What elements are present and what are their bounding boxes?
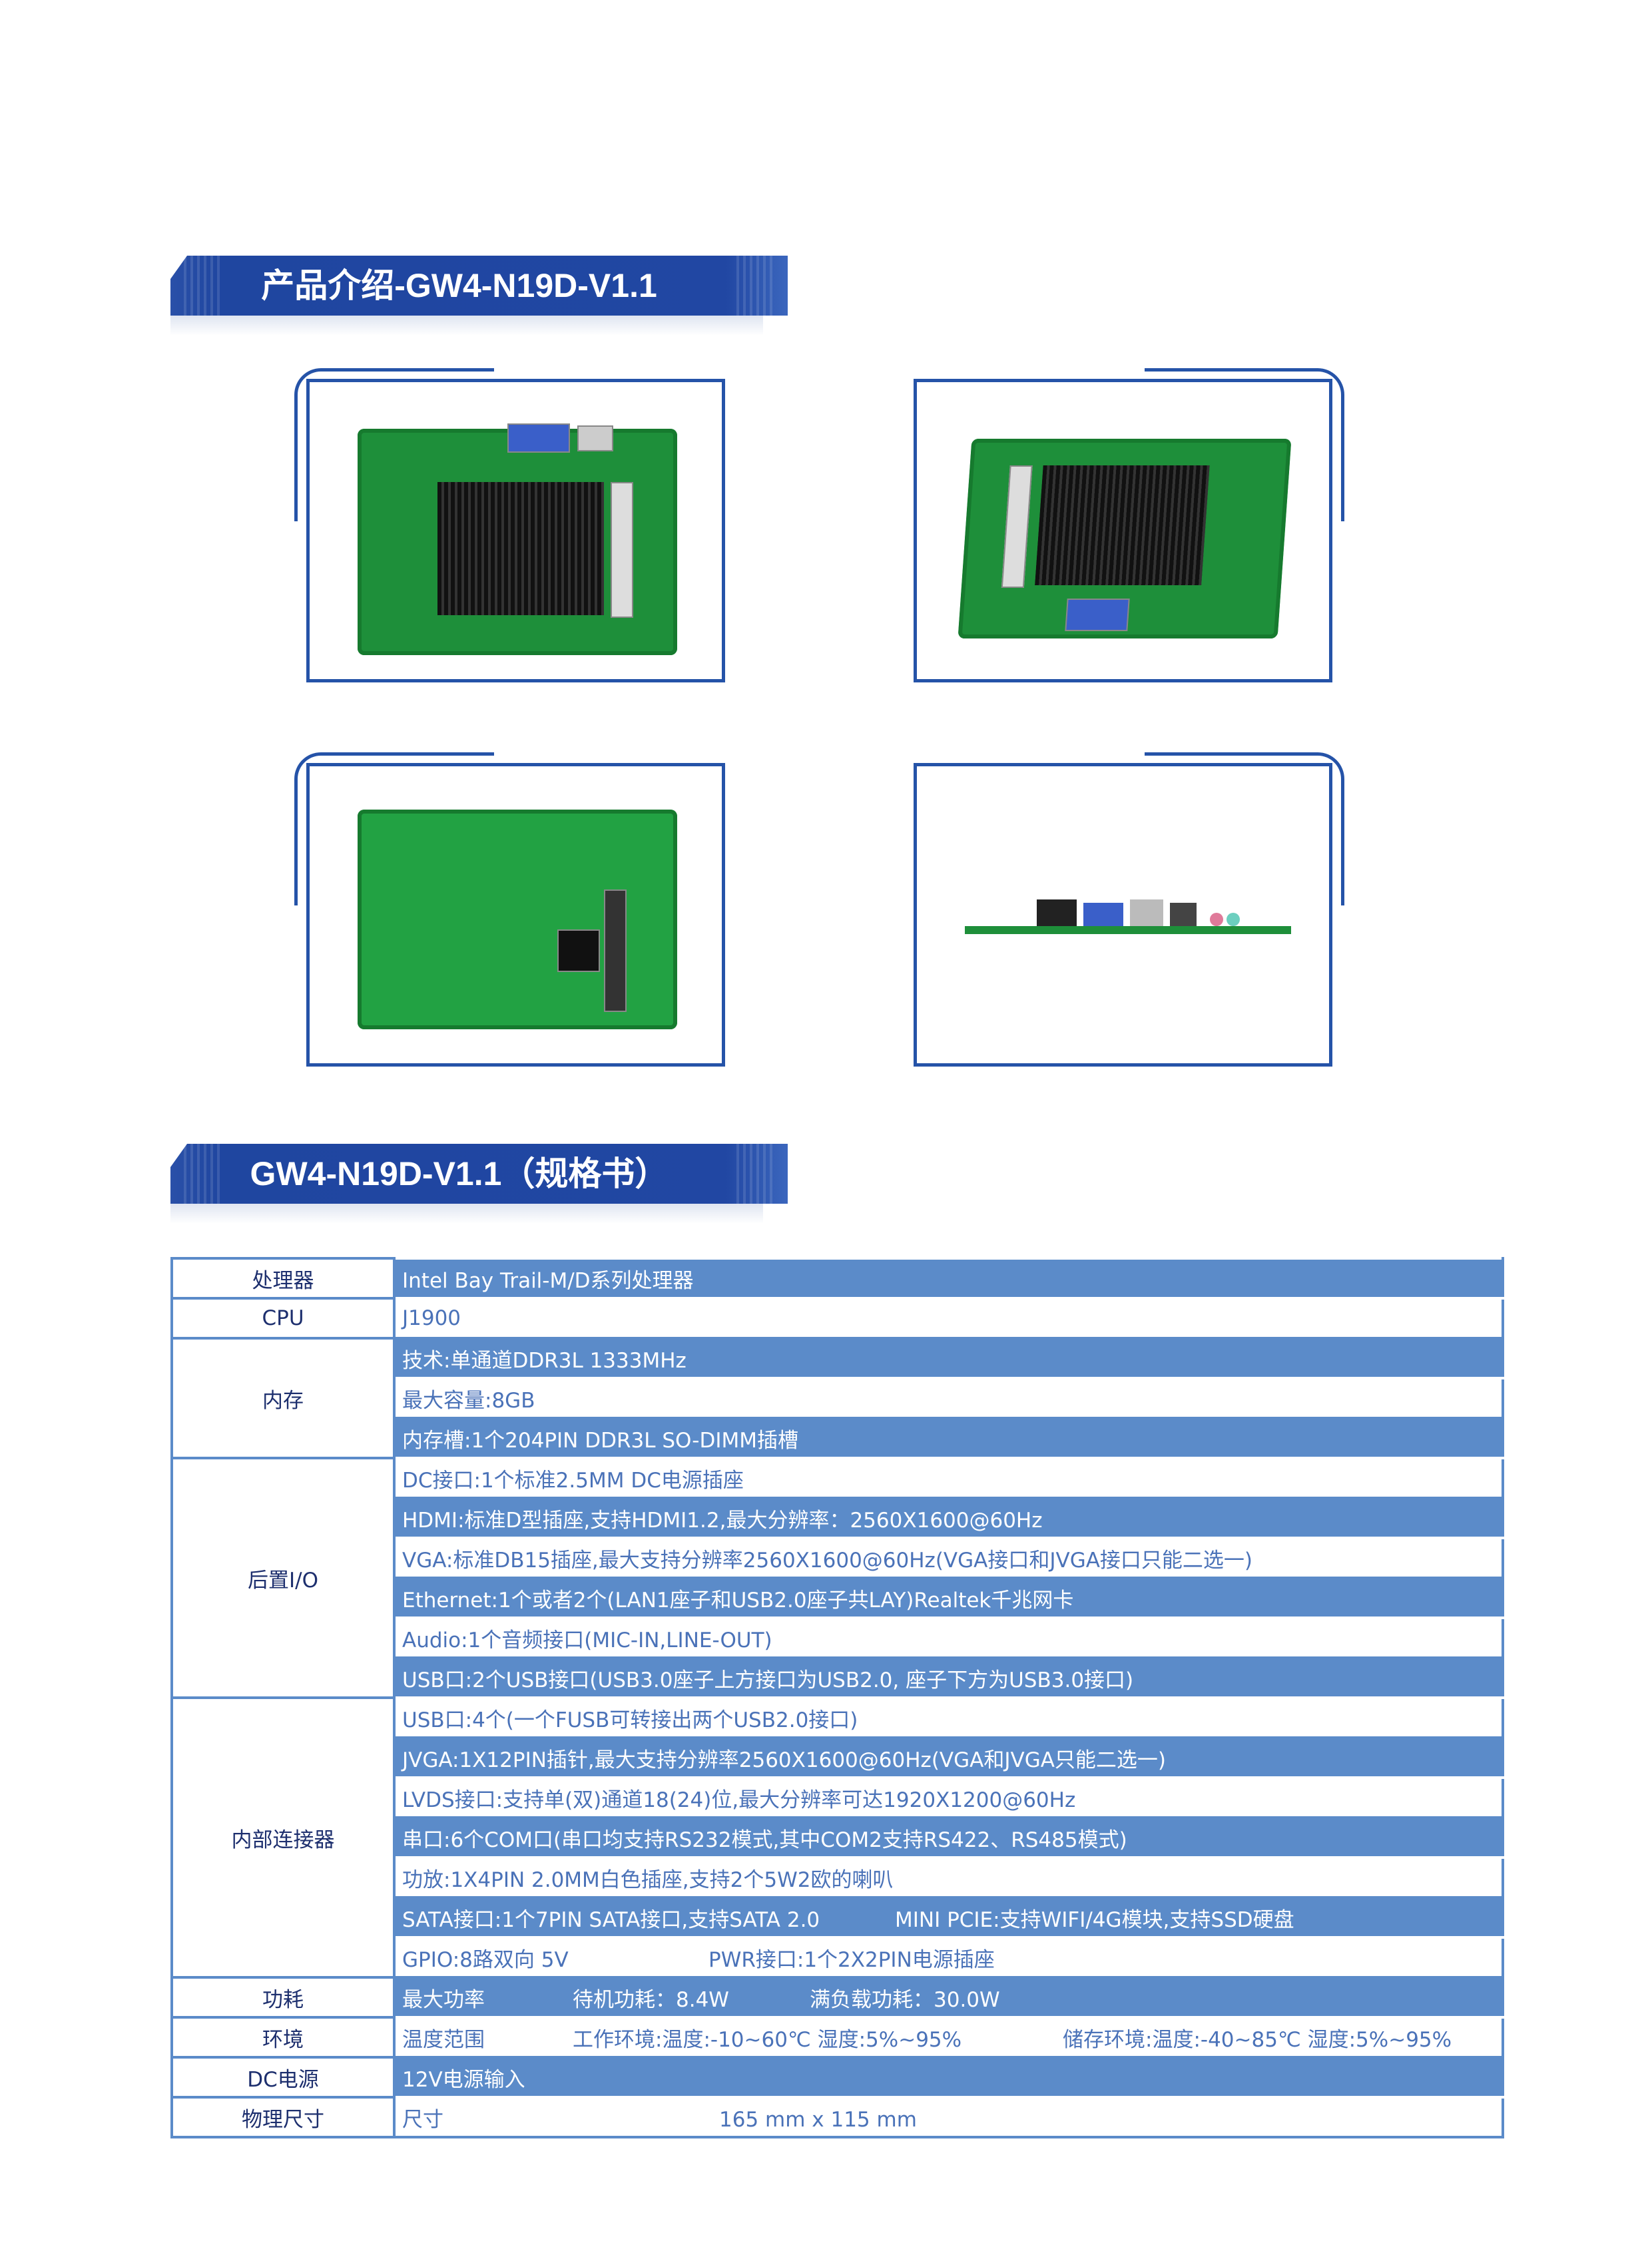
product-image-side-io (914, 763, 1332, 1067)
rear-io-row: USB口:2个USB接口(USB3.0座子上方接口为USB2.0, 座子下方为U… (393, 1656, 1504, 1699)
product-image-top (306, 379, 725, 682)
frame-corner-decoration (1145, 752, 1344, 905)
env-storage: 储存环境:温度:-40~85℃ 湿度:5%~95% (1063, 2027, 1452, 2052)
power-standby: 待机功耗：8.4W (573, 1987, 729, 2012)
internal-row-gpio: GPIO:8路双向 5V PWR接口:1个2X2PIN电源插座 (393, 1936, 1504, 1979)
memory-row: 最大容量:8GB (393, 1377, 1504, 1419)
label-cpu: CPU (170, 1297, 396, 1340)
label-cpu-family: 处理器 (170, 1257, 396, 1300)
product-image-bottom (306, 763, 725, 1067)
internal-row: 串口:6个COM口(串口均支持RS232模式,其中COM2支持RS422、RS4… (393, 1816, 1504, 1859)
spec-title: GW4-N19D-V1.1（规格书） (250, 1155, 669, 1192)
label-dc: DC电源 (170, 2056, 396, 2099)
internal-row: LVDS接口:支持单(双)通道18(24)位,最大分辨率可达1920X1200@… (393, 1776, 1504, 1819)
label-rear-io: 后置I/O (170, 1457, 396, 1699)
rear-io-row: Ethernet:1个或者2个(LAN1座子和USB2.0座子共LAY)Real… (393, 1577, 1504, 1619)
sata-text: SATA接口:1个7PIN SATA接口,支持SATA 2.0 (402, 1907, 820, 1932)
label-memory: 内存 (170, 1337, 396, 1459)
value-cpu: J1900 (393, 1297, 1504, 1340)
frame-corner-decoration (1145, 368, 1344, 521)
minipcie-text: MINI PCIE:支持WIFI/4G模块,支持SSD硬盘 (895, 1907, 1294, 1932)
label-internal: 内部连接器 (170, 1696, 396, 1979)
rear-io-row: VGA:标准DB15插座,最大支持分辨率2560X1600@60Hz(VGA接口… (393, 1537, 1504, 1579)
rear-io-row: Audio:1个音频接口(MIC-IN,LINE-OUT) (393, 1617, 1504, 1659)
label-env: 环境 (170, 2016, 396, 2059)
power-full: 满负载功耗：30.0W (810, 1987, 1000, 2012)
internal-row: JVGA:1X12PIN插针,最大支持分辨率2560X1600@60Hz(VGA… (393, 1736, 1504, 1779)
internal-row-sata: SATA接口:1个7PIN SATA接口,支持SATA 2.0 MINI PCIE… (393, 1896, 1504, 1939)
pwr-text: PWR接口:1个2X2PIN电源插座 (708, 1947, 995, 1972)
label-size: 物理尺寸 (170, 2096, 396, 2138)
internal-row: USB口:4个(一个FUSB可转接出两个USB2.0接口) (393, 1696, 1504, 1739)
value-dc: 12V电源输入 (393, 2056, 1504, 2099)
internal-row: 功放:1X4PIN 2.0MM白色插座,支持2个5W2欧的喇叭 (393, 1856, 1504, 1899)
power-max: 最大功率 (402, 1987, 485, 2012)
env-operating: 工作环境:温度:-10~60℃ 湿度:5%~95% (573, 2027, 962, 2052)
spec-banner: GW4-N19D-V1.1（规格书） (170, 1144, 788, 1224)
memory-row: 技术:单通道DDR3L 1333MHz (393, 1337, 1504, 1379)
product-image-top-rotated (914, 379, 1332, 682)
value-cpu-family: Intel Bay Trail-M/D系列处理器 (393, 1257, 1504, 1300)
rear-io-row: DC接口:1个标准2.5MM DC电源插座 (393, 1457, 1504, 1499)
intro-banner: 产品介绍-GW4-N19D-V1.1 (170, 256, 788, 336)
value-env: 温度范围 工作环境:温度:-10~60℃ 湿度:5%~95% 储存环境:温度:-40… (393, 2016, 1504, 2059)
value-power: 最大功率 待机功耗：8.4W 满负载功耗：30.0W (393, 1976, 1504, 2019)
gpio-text: GPIO:8路双向 5V (402, 1947, 569, 1972)
label-power: 功耗 (170, 1976, 396, 2019)
value-size: 尺寸 165 mm x 115 mm (393, 2096, 1504, 2138)
memory-row: 内存槽:1个204PIN DDR3L SO-DIMM插槽 (393, 1417, 1504, 1459)
env-range: 温度范围 (402, 2027, 485, 2052)
rear-io-row: HDMI:标准D型插座,支持HDMI1.2,最大分辨率：2560X1600@60… (393, 1497, 1504, 1539)
intro-title: 产品介绍-GW4-N19D-V1.1 (261, 267, 657, 304)
size-label: 尺寸 (402, 2107, 443, 2132)
frame-corner-decoration (294, 752, 494, 905)
frame-corner-decoration (294, 368, 494, 521)
size-value: 165 mm x 115 mm (719, 2107, 917, 2132)
